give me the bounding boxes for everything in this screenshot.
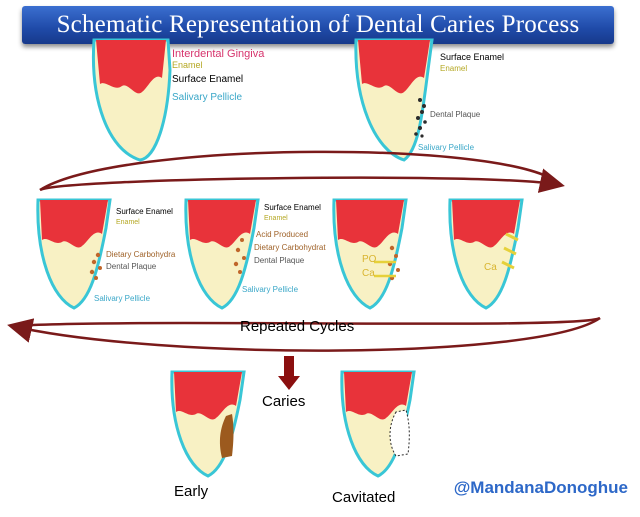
tooth-cavitated [340,370,416,478]
tooth-early-caries [170,370,246,478]
label-ca: Ca [362,268,375,279]
tooth-healthy [91,38,172,162]
label-po: PO [362,254,377,265]
label-dietary-carbohydra: Dietary Carbohydra [106,250,176,259]
caries-arrow [278,356,300,390]
watermark-handle: @MandanaDonoghue [453,478,628,497]
label-salivary-pellicle-2: Salivary Pellicle [418,143,475,152]
label-enamel-4: Enamel [264,215,288,222]
tooth-ion-loss [332,198,408,310]
label-salivary-pellicle: Salivary Pellicle [172,92,243,103]
tooth-acid [184,198,260,310]
tooth-carbohydrate [36,198,112,310]
tooth-remineralisation [448,198,524,310]
label-surface-enamel-4: Surface Enamel [264,203,321,212]
label-salivary-pellicle-3: Salivary Pellicle [94,294,151,303]
label-surface-enamel-3: Surface Enamel [116,207,173,216]
label-cavitated: Cavitated [332,489,396,506]
label-enamel-2: Enamel [440,64,468,73]
label-ca-2: Ca [484,262,497,273]
label-interdental-gingiva: Interdental Gingiva [172,48,265,60]
label-enamel: Enamel [172,60,203,70]
label-enamel-3: Enamel [116,219,140,226]
label-surface-enamel-2: Surface Enamel [440,52,505,62]
label-dental-plaque: Dental Plaque [430,110,481,119]
label-surface-enamel: Surface Enamel [172,74,244,85]
label-early: Early [174,483,209,500]
cycle-arrow-bottom [7,316,601,352]
label-salivary-pellicle-4: Salivary Pellicle [242,285,299,294]
label-dietary-carbohydrat: Dietary Carbohydrat [254,243,326,252]
tooth-plaque [354,38,434,162]
label-dental-plaque-2: Dental Plaque [106,262,157,271]
cycle-arrow-top [39,150,561,192]
page-title: Schematic Representation of Dental Carie… [56,11,580,38]
label-acid-produced: Acid Produced [256,230,309,239]
title-banner: Schematic Representation of Dental Carie… [22,6,614,44]
label-caries: Caries [262,393,306,410]
label-repeated-cycles: Repeated Cycles [240,318,355,335]
label-dental-plaque-3: Dental Plaque [254,256,305,265]
